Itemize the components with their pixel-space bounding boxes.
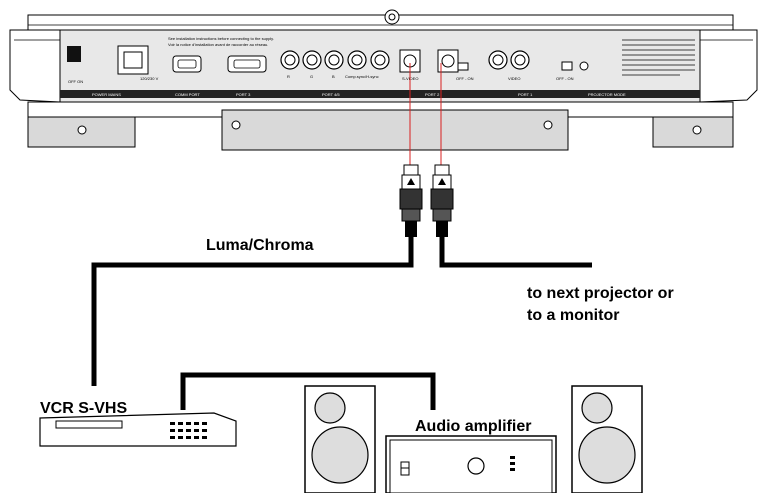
mode-led-icon	[579, 61, 589, 71]
port1-label: PORT 1	[518, 92, 533, 97]
power-switch-label: OFF ON	[68, 79, 83, 84]
termination-switch	[457, 62, 469, 71]
audio-amplifier-label: Audio amplifier	[415, 418, 531, 435]
projector-rear: OFF ON 120/230 V See installation instru…	[9, 9, 758, 151]
install-note-2: Voir la notice d'installation avant de r…	[168, 42, 268, 47]
luma-chroma-cable	[91, 237, 414, 386]
port45-bnc-group	[280, 50, 390, 70]
install-note-1: See installation instructions before con…	[168, 36, 274, 41]
port1-off-on-label: OFF - ON	[556, 76, 574, 81]
power-switch	[67, 46, 81, 62]
comm-port-label: COMM PORT	[175, 92, 200, 97]
voltage-label: 120/230 V	[140, 76, 159, 81]
audio-amplifier-icon	[385, 435, 557, 493]
comp-sync-label: Comp.sync/H-sync	[345, 74, 379, 79]
power-mains-label: POWER MAINS	[92, 92, 121, 97]
vcr-icon	[39, 412, 237, 447]
rgb-b-label: B	[332, 74, 335, 79]
next-projector-label: to next projector or	[527, 285, 674, 302]
port45-label: PORT 4/5	[322, 92, 340, 97]
screw-icon	[543, 120, 553, 130]
right-speaker-icon	[571, 385, 643, 493]
port1-termination-switch	[561, 61, 573, 71]
screw-icon	[692, 125, 702, 135]
port2-label: PORT 2	[425, 92, 440, 97]
svideo-plug-right-icon	[430, 164, 454, 237]
left-speaker-icon	[304, 385, 376, 493]
port2-off-on-label: OFF - ON	[456, 76, 474, 81]
port3-label: PORT 3	[236, 92, 251, 97]
port-label-bar	[60, 90, 700, 98]
svideo-plug-left-icon	[399, 164, 423, 237]
panel-fine-print	[622, 39, 695, 76]
screw-icon	[231, 120, 241, 130]
video-label: VIDEO	[508, 76, 520, 81]
screw-icon	[77, 125, 87, 135]
luma-chroma-label: Luma/Chroma	[206, 237, 314, 254]
rgb-r-label: R	[287, 74, 290, 79]
audio-cable	[180, 372, 436, 410]
monitor-label: to a monitor	[527, 307, 619, 324]
projector-mode-label: PROJECTOR MODE	[588, 92, 626, 97]
loop-through-cable	[439, 237, 592, 268]
rgb-g-label: G	[310, 74, 313, 79]
vcr-label: VCR S-VHS	[40, 400, 127, 417]
